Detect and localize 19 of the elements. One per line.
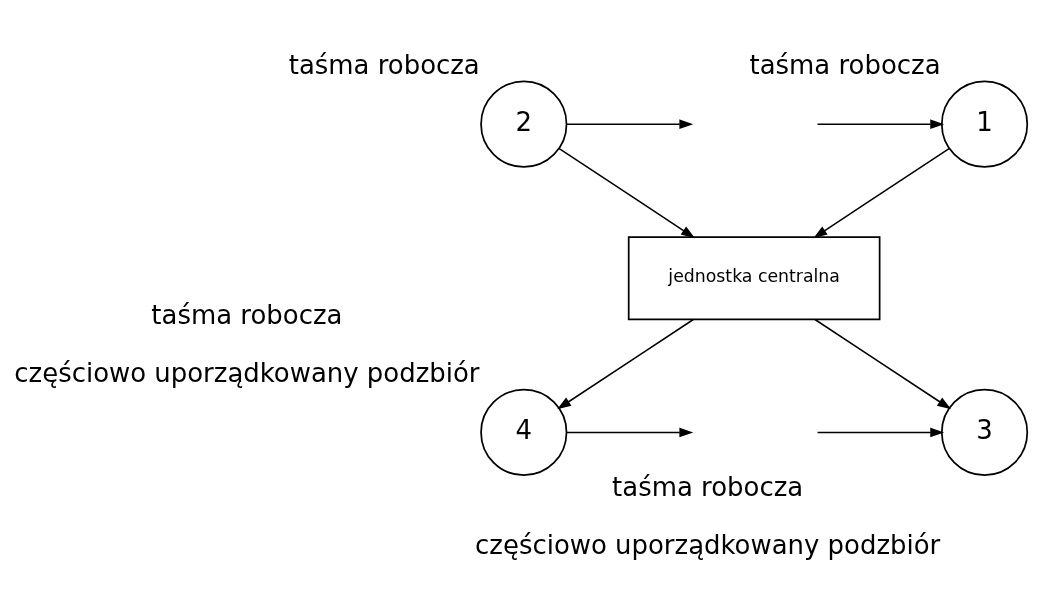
node-label: taśma robocza <box>151 299 343 330</box>
node-label: częściowo uporządkowany podzbiór <box>14 358 480 389</box>
node-label: częściowo uporządkowany podzbiór <box>475 530 941 561</box>
node-label: taśma robocza <box>749 50 941 81</box>
arrow <box>565 427 694 438</box>
node-box: jednostka centralna <box>627 236 881 321</box>
arrow <box>558 147 695 239</box>
arrow <box>557 318 695 410</box>
node-circle: 2 <box>480 80 568 168</box>
node-label: taśma robocza <box>288 50 480 81</box>
arrow <box>565 119 694 130</box>
node-circle: 4 <box>480 388 568 476</box>
node-label: taśma robocza <box>612 471 804 502</box>
node-circle: 1 <box>940 80 1029 168</box>
arrow <box>814 318 952 410</box>
node-circle: 3 <box>940 388 1029 476</box>
arrow <box>816 427 945 438</box>
arrow <box>813 147 950 239</box>
arrow <box>816 119 945 130</box>
